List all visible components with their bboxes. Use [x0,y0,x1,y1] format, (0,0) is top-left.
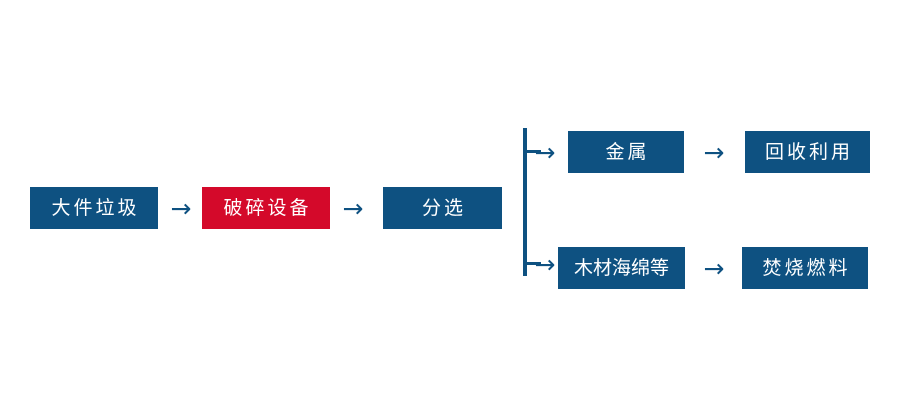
node-crushing-equipment[interactable]: 破碎设备 [202,187,330,229]
branch-stub-top [527,150,541,153]
branch-stub-bottom [527,262,541,265]
node-wood-sponge[interactable]: 木材海绵等 [558,247,685,289]
arrow-right-icon-2: → [342,193,364,223]
node-label: 木材海绵等 [573,257,669,279]
node-sorting[interactable]: 分选 [383,187,502,229]
node-bulky-waste[interactable]: 大件垃圾 [30,187,158,229]
node-recycling[interactable]: 回收利用 [745,131,870,173]
arrow-right-icon-1: → [170,193,192,223]
node-label: 回收利用 [764,141,853,163]
node-label: 金属 [605,141,650,163]
node-label: 分选 [421,197,466,219]
node-label: 破碎设备 [223,197,312,219]
node-incineration-fuel[interactable]: 焚烧燃料 [742,247,868,289]
branch-vertical-connector [523,128,527,276]
arrow-right-icon-3: → [534,137,556,167]
arrow-right-icon-6: → [703,253,725,283]
node-label: 焚烧燃料 [762,257,851,279]
arrow-right-icon-5: → [534,249,556,279]
arrow-right-icon-4: → [703,137,725,167]
node-label: 大件垃圾 [51,197,140,219]
node-metal[interactable]: 金属 [568,131,684,173]
